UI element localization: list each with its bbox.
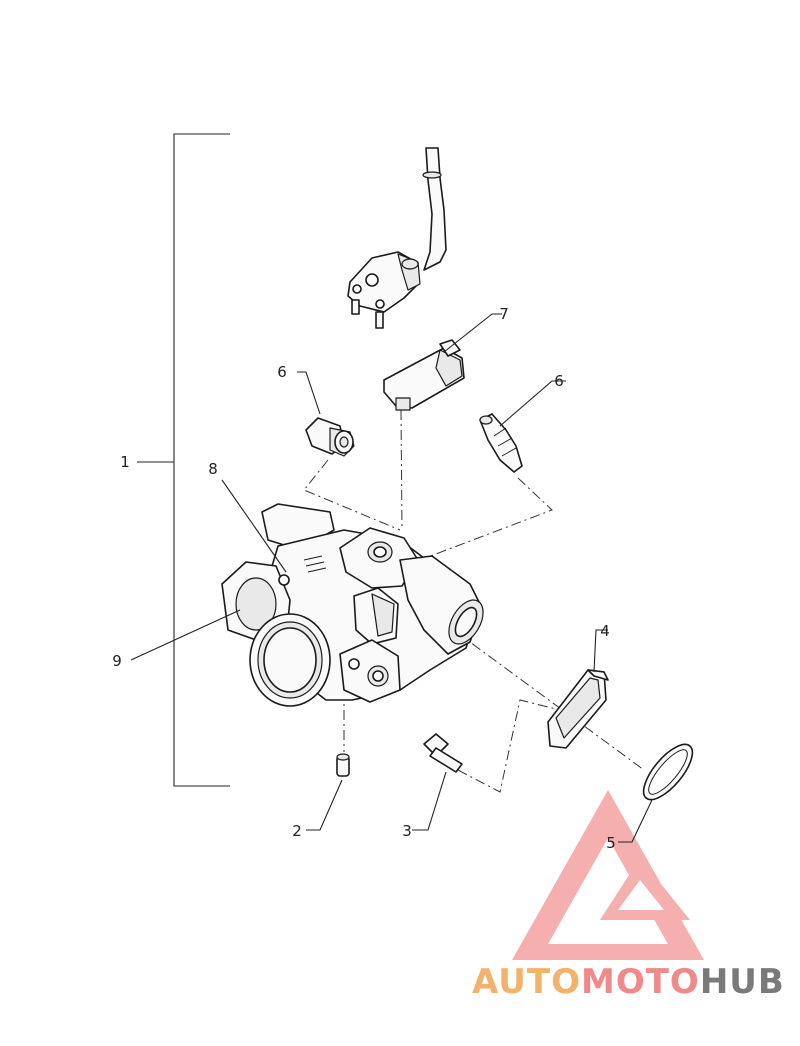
sensor-part-7 xyxy=(383,339,465,411)
bolt-part-3 xyxy=(423,733,463,773)
callout-8: 8 xyxy=(208,460,218,478)
watermark-part-moto: MOTO xyxy=(580,962,700,1002)
callout-6-right: 6 xyxy=(554,372,564,390)
adapter-part-4 xyxy=(547,669,609,749)
pin-part-2 xyxy=(336,753,350,777)
watermark-part-hub: HUB xyxy=(699,962,785,1002)
callout-6-left: 6 xyxy=(277,363,287,381)
watermark-logo xyxy=(512,790,704,960)
injector-left-part-6 xyxy=(305,417,355,457)
o-ring-part-5 xyxy=(642,743,694,801)
callout-7: 7 xyxy=(499,305,509,323)
callout-2: 2 xyxy=(292,822,302,840)
leader-lines xyxy=(130,313,653,843)
throttle-body xyxy=(221,503,484,707)
injector-right-part-6 xyxy=(479,413,523,473)
callout-1: 1 xyxy=(120,453,130,471)
callout-9: 9 xyxy=(112,652,122,670)
callout-3: 3 xyxy=(402,822,412,840)
center-lines xyxy=(303,409,645,793)
watermark-part-auto: AUTO xyxy=(472,962,581,1002)
hose-assembly xyxy=(347,147,447,329)
callout-4: 4 xyxy=(600,622,610,640)
watermark-text: AUTOMOTOHUB xyxy=(472,962,792,1002)
callout-5: 5 xyxy=(606,834,616,852)
assembly-bracket xyxy=(137,133,230,787)
